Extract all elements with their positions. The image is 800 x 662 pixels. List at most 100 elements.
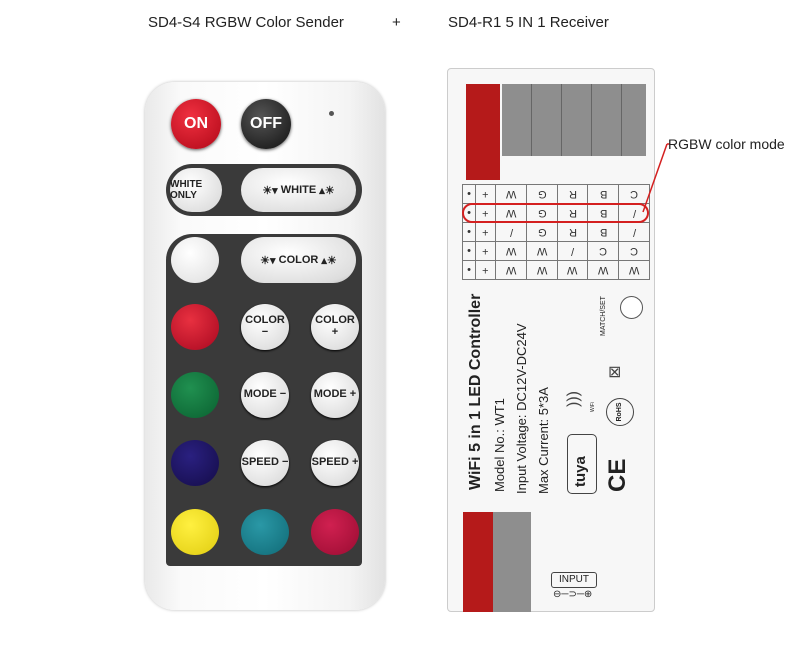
off-button[interactable]: OFF	[241, 99, 291, 149]
on-button[interactable]: ON	[171, 99, 221, 149]
indicator-led	[329, 111, 334, 116]
cell-text: +	[482, 226, 489, 238]
table-cell: W	[556, 260, 589, 280]
red-button[interactable]	[171, 304, 219, 350]
blue-button[interactable]	[171, 440, 219, 486]
table-cell: B	[587, 184, 620, 204]
table-cell: G	[525, 184, 558, 204]
match-set-button[interactable]	[620, 296, 643, 319]
sun-down-icon: ☀▾	[262, 184, 281, 197]
cell-text: R	[568, 226, 577, 238]
cell-text: /	[571, 245, 575, 257]
speed-minus-button[interactable]: SPEED −	[241, 440, 289, 486]
table-cell: /	[618, 222, 650, 242]
table-cell: G	[525, 222, 558, 242]
cell-text: C	[599, 245, 608, 257]
wifi-label: WiFi	[590, 402, 596, 412]
table-cell: +	[475, 184, 497, 204]
max-current: Max Current: 5*3A	[536, 387, 551, 494]
cell-text: /	[509, 226, 513, 238]
color-brightness-button[interactable]: ☀▾ COLOR ▴☀	[241, 237, 356, 283]
match-set-label: MATCH/SET	[600, 296, 607, 336]
table-cell: •	[461, 241, 477, 261]
input-polarity-icon: ⊖─⊃─⊕	[553, 589, 593, 600]
mode-minus-button[interactable]: MODE −	[241, 372, 289, 418]
table-cell: +	[475, 222, 497, 242]
table-cell: •	[461, 260, 477, 280]
model-number: Model No.: WT1	[492, 398, 507, 492]
receiver-title: SD4-R1 5 IN 1 Receiver	[448, 14, 609, 31]
cell-text: +	[482, 188, 489, 200]
yellow-button[interactable]	[171, 509, 219, 555]
red-output-connector	[466, 84, 500, 180]
table-cell: /	[556, 241, 589, 261]
cell-text: G	[537, 188, 547, 200]
table-cell: W	[495, 241, 527, 261]
cell-text: W	[505, 264, 517, 276]
table-cell: R	[556, 184, 589, 204]
cell-text: W	[567, 264, 578, 276]
product-title: WiFi 5 in 1 LED Controller	[467, 293, 484, 490]
sender-title: SD4-S4 RGBW Color Sender	[148, 14, 344, 31]
table-row: • + W W / C C	[461, 241, 650, 261]
table-cell: +	[475, 260, 497, 280]
cell-text: C	[630, 245, 639, 257]
cell-text: /	[632, 226, 636, 238]
callout-line	[642, 143, 670, 213]
cell-text: W	[505, 245, 517, 257]
green-button[interactable]	[171, 372, 219, 418]
ce-mark: CE	[604, 458, 631, 492]
cell-text: B	[599, 188, 607, 200]
cell-text: W	[505, 188, 517, 200]
table-cell: B	[587, 222, 620, 242]
mode-plus-button[interactable]: MODE +	[311, 372, 359, 418]
color-plus-button[interactable]: COLOR +	[311, 304, 359, 350]
red-input-connector	[463, 512, 493, 612]
table-cell: +	[475, 241, 497, 261]
color-minus-button[interactable]: COLOR −	[241, 304, 289, 350]
gray-output-connectors	[502, 84, 646, 156]
cell-text: +	[482, 264, 489, 276]
white-brightness-button[interactable]: ☀▾ WHITE ▴☀	[241, 168, 356, 212]
cell-text: +	[482, 245, 489, 257]
table-cell: R	[556, 222, 589, 242]
white-color-button[interactable]	[171, 237, 219, 283]
cell-text: B	[599, 226, 607, 238]
callout-label: RGBW color mode	[668, 136, 785, 152]
cell-text: W	[536, 264, 547, 276]
cell-text: C	[630, 188, 639, 200]
tuya-logo: tuya	[567, 434, 597, 494]
cell-text: W	[628, 264, 640, 276]
table-cell: W	[587, 260, 620, 280]
wifi-icon: )))	[564, 391, 582, 407]
rohs-icon: RoHS	[606, 398, 634, 426]
cell-text: R	[568, 188, 577, 200]
table-row: • + W W W W W	[461, 260, 650, 280]
table-cell: /	[495, 222, 527, 242]
table-cell: C	[587, 241, 620, 261]
speed-plus-button[interactable]: SPEED +	[311, 440, 359, 486]
cell-text: W	[536, 245, 547, 257]
table-cell: •	[461, 222, 477, 242]
gray-input-connector	[493, 512, 531, 612]
crimson-button[interactable]	[311, 509, 359, 555]
sun-up-icon: ▴☀	[316, 184, 335, 197]
weee-bin-icon: ⊠	[608, 364, 622, 381]
sun-down-icon: ☀▾	[260, 254, 279, 267]
input-voltage: Input Voltage: DC12V-DC24V	[514, 323, 529, 494]
table-cell: W	[495, 184, 527, 204]
table-cell: W	[618, 260, 650, 280]
white-only-button[interactable]: WHITE ONLY	[170, 168, 222, 212]
table-cell: C	[618, 241, 650, 261]
table-cell: W	[525, 241, 558, 261]
cell-text: W	[598, 264, 609, 276]
sun-up-icon: ▴☀	[318, 254, 337, 267]
teal-button[interactable]	[241, 509, 289, 555]
callout-highlight	[462, 203, 649, 223]
table-cell: W	[495, 260, 527, 280]
table-cell: W	[525, 260, 558, 280]
plus-sign: +	[392, 14, 401, 31]
